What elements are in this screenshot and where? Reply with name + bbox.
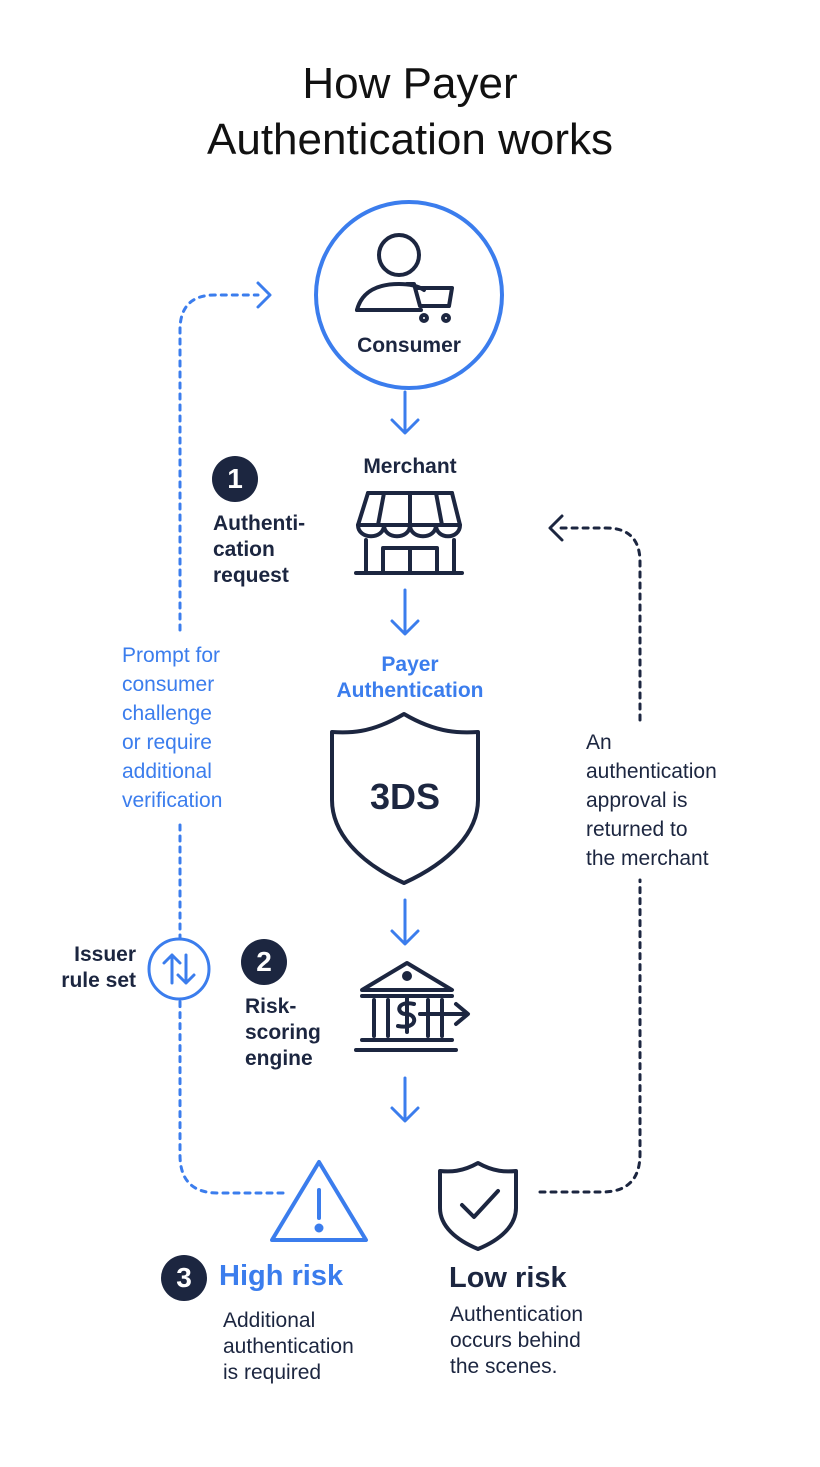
page-title: How Payer Authentication works xyxy=(207,59,613,164)
swap-arrows-icon xyxy=(147,937,211,1001)
arrow-down-icon xyxy=(390,588,420,636)
3ds-label: 3DS xyxy=(369,776,441,817)
arrow-left-icon xyxy=(548,514,564,542)
storefront-icon xyxy=(354,491,464,575)
low-risk-description: Authentication occurs behind the scenes. xyxy=(450,1303,584,1378)
merchant-label: Merchant xyxy=(363,455,457,478)
arrow-down-icon xyxy=(390,1076,420,1123)
challenge-prompt-note: Prompt for consumer challenge or require… xyxy=(122,644,223,812)
arrow-down-icon xyxy=(390,390,420,435)
step-1-label: Authenti- cation request xyxy=(213,512,306,587)
warning-triangle-icon xyxy=(270,1160,368,1242)
shopper-cart-icon xyxy=(355,233,454,323)
step-1-badge: 1 xyxy=(212,456,258,502)
approval-returned-note: An authentication approval is returned t… xyxy=(586,731,717,870)
consumer-circle xyxy=(314,200,504,390)
payer-authentication-label: Payer Authentication xyxy=(336,653,484,702)
low-risk-heading: Low risk xyxy=(449,1262,567,1294)
consumer-label: Consumer xyxy=(357,334,461,357)
arrow-down-icon xyxy=(390,898,420,946)
step-2-label: Risk- scoring engine xyxy=(245,995,321,1070)
high-risk-heading: High risk xyxy=(219,1260,344,1292)
high-risk-description: Additional authentication is required xyxy=(223,1309,354,1384)
approval-loop-connector xyxy=(538,526,642,1194)
step-3-badge: 3 xyxy=(161,1255,207,1301)
shield-check-icon xyxy=(438,1161,518,1251)
shield-icon xyxy=(330,712,480,885)
bank-transfer-icon xyxy=(354,961,470,1052)
challenge-loop-connector xyxy=(178,293,285,1195)
arrow-right-icon xyxy=(256,281,272,309)
step-2-badge: 2 xyxy=(241,939,287,985)
issuer-rule-set-label: Issuer rule set xyxy=(61,943,136,992)
